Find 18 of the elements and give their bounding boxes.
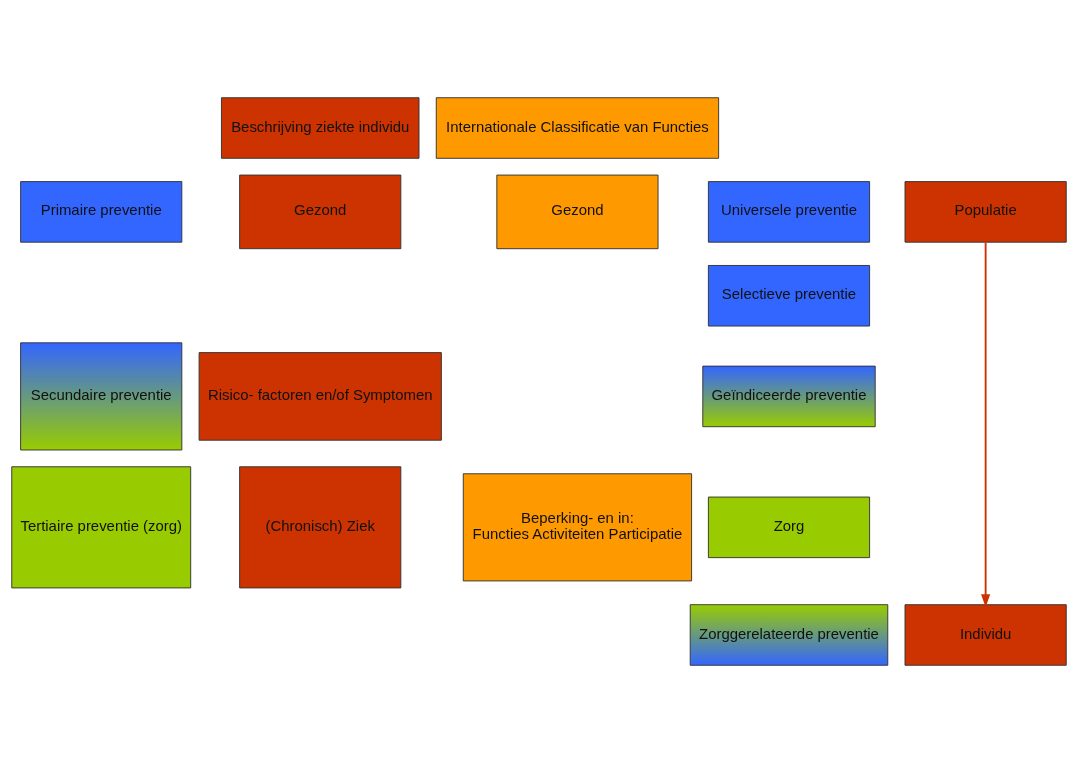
node-box: Geïndiceerde preventie <box>702 365 876 428</box>
arrow <box>981 241 991 608</box>
node-box: Beschrijving ziekte individu <box>221 97 420 159</box>
node-box: Gezond <box>496 174 659 250</box>
node-box: Tertiaire preventie (zorg) <box>11 466 192 589</box>
node-box: (Chronisch) Ziek <box>239 466 402 589</box>
node-box: Secundaire preventie <box>20 342 183 451</box>
node-box: Individu <box>904 604 1067 666</box>
node-box: Beperking- en in: Functies Activiteiten Participatie <box>462 473 693 582</box>
node-box: Universele preventie <box>707 181 871 243</box>
node-box: Selectieve preventie <box>707 265 871 327</box>
node-box: Primaire preventie <box>20 181 183 243</box>
node-box: Populatie <box>904 181 1067 243</box>
node-box: Gezond <box>239 174 402 250</box>
node-box: Internationale Classificatie van Functies <box>435 97 720 159</box>
node-box: Zorggerelateerde preventie <box>689 604 889 666</box>
node-box: Risico- factoren en/of Symptomen <box>198 352 442 441</box>
node-box: Zorg <box>707 496 871 559</box>
